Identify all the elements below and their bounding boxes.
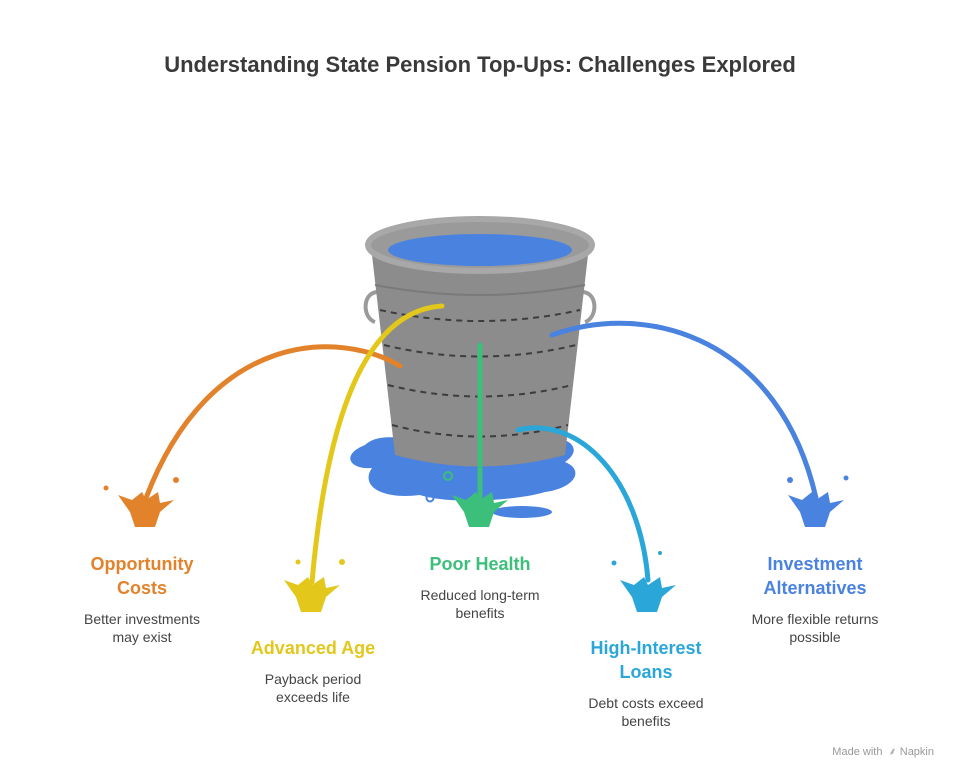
item-desc: Payback period exceeds life [230,670,396,706]
item-desc: More flexible returns possible [730,610,900,646]
item-desc-line: Reduced long-term [420,587,540,603]
stream-investment [549,320,819,501]
item-desc: Reduced long-term benefits [398,586,562,622]
item-title-line: Investment [767,554,863,574]
item-loans: High-Interest Loans Debt costs exceed be… [566,636,726,730]
splash-icon [787,475,849,527]
made-with-napkin[interactable]: Made with ⸙Napkin [832,744,934,759]
water-drop [425,493,435,503]
item-title: High-Interest Loans [566,636,726,684]
splash-icon [611,551,676,612]
page-title: Understanding State Pension Top-Ups: Cha… [164,52,796,77]
item-opportunity: Opportunity Costs Better investments may… [62,552,222,646]
splash-icon [284,559,345,612]
item-title: Investment Alternatives [730,552,900,600]
item-title: Opportunity Costs [62,552,222,600]
splash-icon [443,471,508,527]
item-title-line: High-Interest [590,638,702,658]
item-title-line: Advanced Age [250,638,376,658]
item-desc-line: exceeds life [276,689,350,705]
item-desc-line: More flexible returns [751,611,879,627]
item-title-line: Costs [116,578,167,598]
item-desc-line: benefits [455,605,505,621]
item-age: Advanced Age Payback period exceeds life [230,636,396,706]
stream-age [309,303,445,585]
item-desc-line: may exist [112,629,172,645]
item-desc-line: benefits [621,713,671,729]
item-desc-line: Better investments [84,611,200,627]
item-desc-line: Payback period [264,671,362,687]
item-desc-line: possible [789,629,841,645]
item-title-line: Poor Health [429,554,531,574]
item-title-line: Opportunity [90,554,194,574]
stream-loans [515,425,651,583]
item-desc: Debt costs exceed benefits [566,694,726,730]
item-title-line: Loans [619,662,673,682]
item-investment: Investment Alternatives More flexible re… [730,552,900,646]
item-desc: Better investments may exist [62,610,222,646]
splash-icon [103,477,179,527]
item-desc-line: Debt costs exceed [588,695,704,711]
footer-text: Made with [832,746,883,758]
footer-brand: Napkin [899,746,934,758]
item-title-line: Alternatives [763,578,867,598]
item-health: Poor Health Reduced long-term benefits [398,552,562,622]
napkin-logo-icon: ⸙ [888,746,897,758]
item-title: Advanced Age [230,636,396,660]
water-drop [492,506,552,518]
item-title: Poor Health [398,552,562,576]
